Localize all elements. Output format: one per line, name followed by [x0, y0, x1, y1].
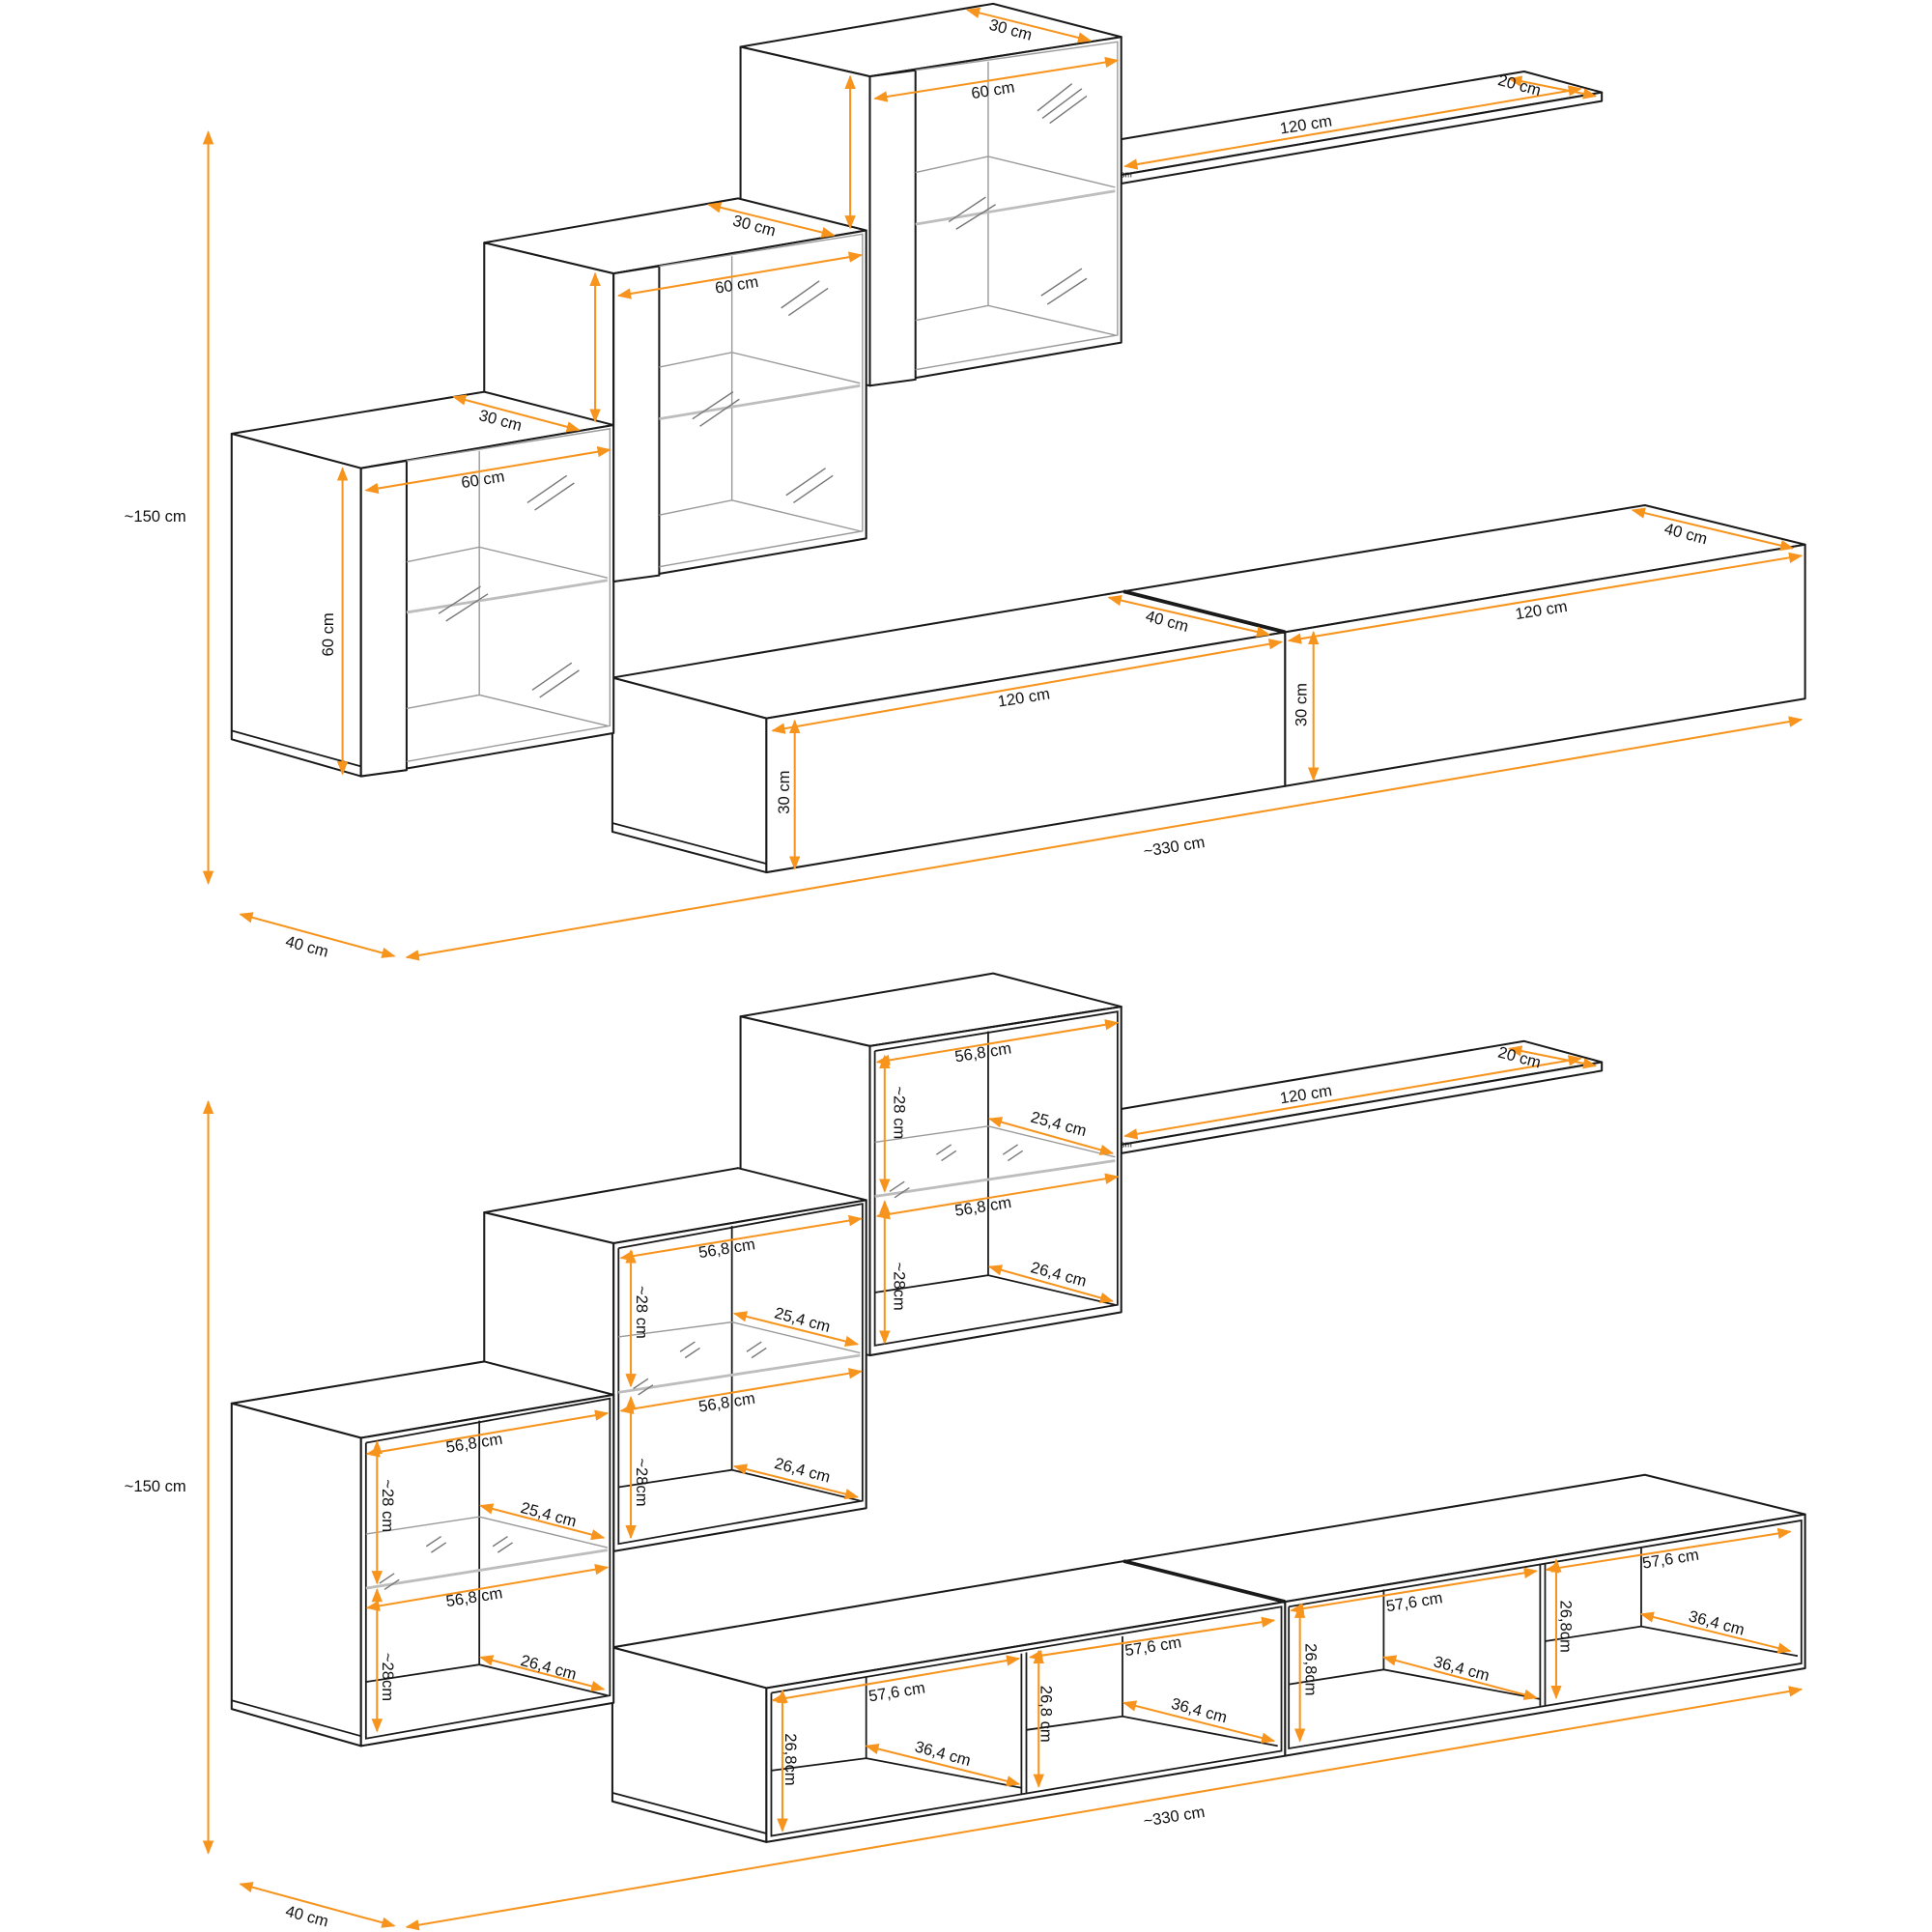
dimension-arrow: [1639, 1611, 1792, 1654]
dimension-arrow: [732, 1463, 860, 1500]
dimension-arrow: [1123, 1055, 1582, 1140]
dimension-arrow: [616, 251, 863, 299]
dimension-arrow: [965, 7, 1093, 43]
dimension-label: ~28cm: [890, 1263, 908, 1311]
dimension-arrow: [875, 1019, 1120, 1066]
dimension-arrow: [732, 1311, 860, 1348]
dimension-label: 26,8cm: [1301, 1643, 1320, 1695]
dimension-label: 26,8 cm: [1037, 1686, 1055, 1743]
dimension-arrow: [1107, 594, 1271, 638]
dimension-arrow: [365, 1409, 610, 1458]
dimension-arrow: [619, 1368, 863, 1415]
dimension-arrow: [1290, 1567, 1538, 1614]
dimension-arrow: [1545, 1527, 1792, 1574]
dimension-label: ~28 cm: [379, 1479, 397, 1532]
dimension-arrow: [239, 1882, 396, 1928]
dimension-label: 30 cm: [775, 771, 793, 814]
dimension-arrow: [771, 639, 1283, 734]
dimension-arrow: [1508, 1045, 1598, 1069]
dimension-label: cm: [1121, 169, 1132, 179]
dimension-arrow: [239, 912, 396, 958]
dimension-arrow: [1508, 75, 1598, 99]
dimension-label: ~28cm: [379, 1653, 397, 1701]
dimension-label: 26,8cm: [781, 1733, 800, 1785]
dimension-arrow: [405, 1686, 1804, 1931]
dimension-arrow: [452, 394, 581, 433]
dimension-arrow: [707, 202, 836, 239]
bottom-dimension-lines: [202, 1019, 1804, 1931]
dimension-arrow: [364, 446, 611, 495]
dimension-arrow: [1123, 85, 1582, 170]
dimension-arrow: [479, 1503, 606, 1541]
top-dimension-lines: [202, 7, 1804, 961]
dimension-arrow: [987, 1264, 1115, 1303]
glass-door-cabinet-details: [359, 41, 1119, 778]
dimension-label: 60 cm: [319, 612, 337, 656]
dimension-label: ~28 cm: [633, 1286, 651, 1339]
dimension-arrow: [875, 1173, 1120, 1220]
dimension-arrow: [365, 1563, 610, 1612]
dimension-arrow: [1631, 507, 1795, 552]
dimension-label: ~330 cm: [1142, 1803, 1206, 1831]
dimension-label: ~28 cm: [890, 1086, 908, 1139]
dimension-label: 26,8cm: [1557, 1600, 1576, 1652]
dimension-arrow: [619, 1214, 863, 1262]
dimension-arrow: [987, 1117, 1115, 1155]
dimension-arrow: [873, 56, 1120, 102]
dimension-arrow: [1028, 1616, 1276, 1662]
dimension-arrow: [1287, 552, 1804, 644]
dimension-label: ~330 cm: [1142, 833, 1206, 861]
dimension-label: ~28cm: [633, 1458, 651, 1506]
dimension-label: cm: [1121, 1139, 1132, 1149]
dimension-label: ~150 cm: [125, 1477, 186, 1495]
dimension-arrow: [405, 716, 1804, 961]
dimension-arrow: [479, 1655, 606, 1692]
dimension-label: ~150 cm: [125, 507, 186, 526]
dimension-label: 30 cm: [1293, 683, 1311, 726]
